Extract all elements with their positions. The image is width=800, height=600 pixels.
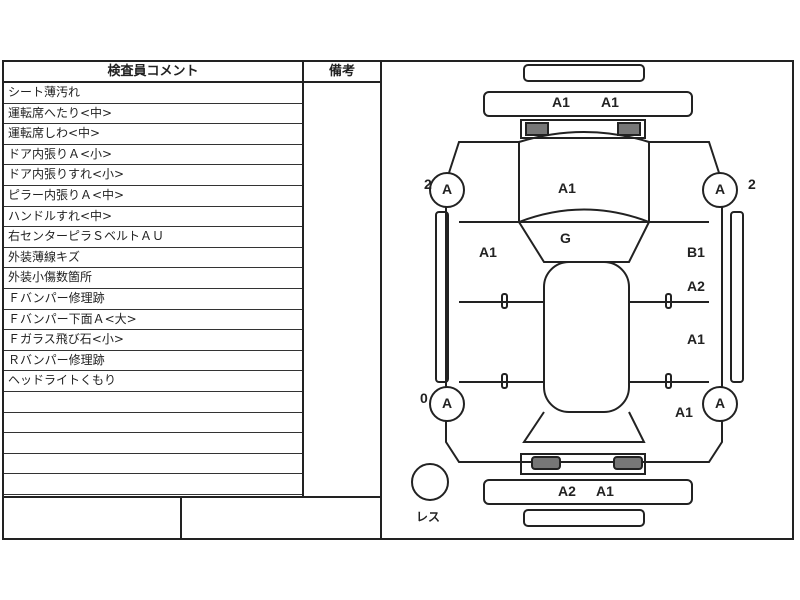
- taillight-right: [613, 456, 643, 470]
- right-front-handle: [665, 293, 672, 309]
- left-front-fender-grade: A1: [479, 244, 497, 260]
- wheel-rear-right-grade: A: [715, 395, 726, 411]
- footer-divider: [180, 498, 182, 540]
- wheel-rear-left-grade: A: [442, 395, 453, 411]
- wheel-rear-right: [702, 386, 738, 422]
- comment-row: [4, 474, 302, 495]
- column-divider: [302, 62, 304, 496]
- rear-bumper-grade-1: A2: [558, 483, 576, 499]
- comment-row: Ｒバンパー修理跡: [4, 351, 302, 372]
- comment-row: Ｆガラス飛び石<小>: [4, 330, 302, 351]
- car-diagram: [411, 64, 744, 527]
- windshield-grade: G: [560, 230, 571, 246]
- spare-tire-label: レス: [416, 510, 441, 524]
- front-grille: [520, 119, 646, 139]
- left-side-step: [435, 211, 449, 383]
- comment-row: ピラー内張りＡ<中>: [4, 186, 302, 207]
- comment-row: ハンドルすれ<中>: [4, 207, 302, 228]
- wheel-front-left-grade: A: [442, 181, 453, 197]
- front-bumper: [483, 91, 693, 117]
- rear-panel: [520, 453, 646, 475]
- auction-inspection-sheet: 検査員コメント 備考 シート薄汚れ運転席へたり<中>運転席しわ<中>ドア内張りＡ…: [2, 60, 794, 540]
- comment-row: ドア内張りすれ<小>: [4, 165, 302, 186]
- right-rear-quarter-grade: A1: [675, 404, 693, 420]
- front-bumper-top: [523, 64, 645, 82]
- front-bumper-grade-2: A1: [601, 94, 619, 110]
- comment-row: [4, 433, 302, 454]
- wheel-front-right: [702, 172, 738, 208]
- rear-bumper-grade-2: A1: [596, 483, 614, 499]
- comment-row: Ｆバンパー下面Ａ<大>: [4, 310, 302, 331]
- left-rear-handle: [501, 373, 508, 389]
- comment-row: ドア内張りＡ<小>: [4, 145, 302, 166]
- wheel-front-left-count: 2: [424, 176, 432, 192]
- right-front-fender-grade: B1: [687, 244, 705, 260]
- remarks-header: 備考: [304, 62, 380, 83]
- front-bumper-grade-1: A1: [552, 94, 570, 110]
- comment-header: 検査員コメント: [4, 62, 302, 83]
- comment-row: ヘッドライトくもり: [4, 371, 302, 392]
- comment-row: 運転席しわ<中>: [4, 124, 302, 145]
- headlight-right: [617, 122, 641, 136]
- rear-bumper: [483, 479, 693, 505]
- rear-window: [522, 411, 646, 443]
- comment-row: [4, 454, 302, 475]
- comment-row: 外装小傷数箇所: [4, 268, 302, 289]
- table-footer: [4, 496, 380, 540]
- roof: [543, 261, 630, 413]
- wheel-rear-left-count: 0: [420, 390, 428, 406]
- inspector-comments-table: 検査員コメント 備考 シート薄汚れ運転席へたり<中>運転席しわ<中>ドア内張りＡ…: [4, 62, 382, 540]
- wheel-front-left: [429, 172, 465, 208]
- wheel-front-right-count: 2: [748, 176, 756, 192]
- wheel-rear-left: [429, 386, 465, 422]
- comment-row: 運転席へたり<中>: [4, 104, 302, 125]
- right-front-door-grade: A2: [687, 278, 705, 294]
- comment-row: [4, 392, 302, 413]
- taillight-left: [531, 456, 561, 470]
- comment-row: Ｆバンパー修理跡: [4, 289, 302, 310]
- headlight-left: [525, 122, 549, 136]
- windshield: [517, 208, 651, 263]
- right-side-step: [730, 211, 744, 383]
- rear-bumper-bottom: [523, 509, 645, 527]
- hood-front-edge: [518, 131, 650, 143]
- comment-row: シート薄汚れ: [4, 83, 302, 104]
- comment-row: 右センターピラＳベルトＡＵ: [4, 227, 302, 248]
- spare-tire: [411, 463, 449, 501]
- comment-row: [4, 413, 302, 434]
- right-rear-handle: [665, 373, 672, 389]
- left-front-handle: [501, 293, 508, 309]
- wheel-front-right-grade: A: [715, 181, 726, 197]
- comment-row: 外装薄線キズ: [4, 248, 302, 269]
- hood-grade: A1: [558, 180, 576, 196]
- right-rear-door-grade: A1: [687, 331, 705, 347]
